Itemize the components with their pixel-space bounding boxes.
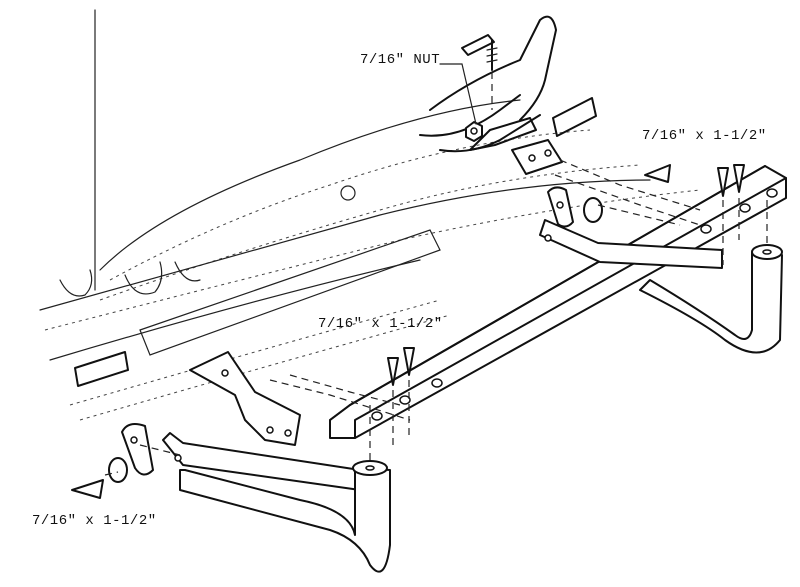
alignment-lines [104, 159, 768, 476]
bolt-right-horizontal [644, 164, 671, 183]
bolt-label-left: 7/16" x 1-1/2" [32, 513, 157, 529]
vehicle-body [39, 9, 701, 421]
frame-bolt [461, 34, 498, 110]
left-reflector [74, 351, 129, 387]
bolt-center-1 [387, 357, 399, 386]
right-reflector [552, 97, 597, 137]
bolt-right-2 [733, 164, 745, 193]
frame-bracket [419, 15, 557, 153]
bolt-label-center: 7/16" x 1-1/2" [318, 316, 443, 332]
right-side-bar [539, 219, 723, 269]
bolt-right-1 [717, 167, 729, 197]
left-step-tube [179, 460, 391, 573]
right-step-tube [639, 244, 783, 354]
bolt-icons [71, 164, 745, 499]
bolt-label-right: 7/16" x 1-1/2" [642, 128, 767, 144]
left-mounting-plate [108, 423, 154, 483]
left-mounting-bracket [189, 351, 301, 446]
bolt-left-horizontal [71, 479, 104, 499]
right-mounting-plate [547, 186, 603, 228]
bolt-center-2 [403, 347, 415, 376]
nut-label: 7/16" NUT [360, 52, 441, 68]
right-mounting-bracket [511, 139, 563, 175]
nut-leader-line [439, 63, 477, 125]
nut-7-16 [465, 121, 483, 142]
